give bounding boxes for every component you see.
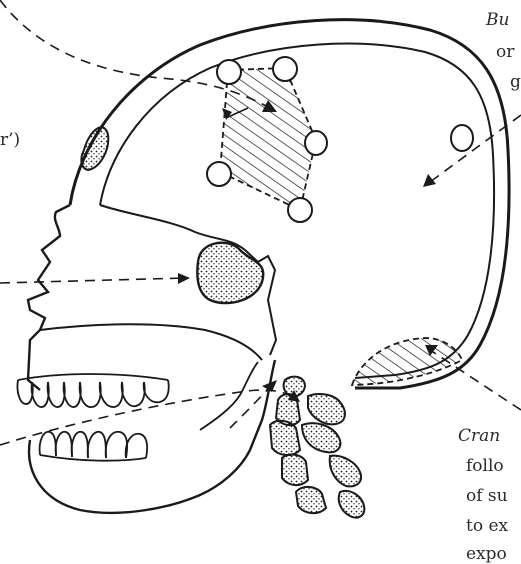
label-burr-hole-line2: or: [496, 44, 514, 61]
posterior-fossa-hatch: [352, 338, 462, 385]
label-craniectomy-line3: of su: [466, 488, 508, 505]
maxilla-outline: [40, 324, 262, 360]
face-profile: [28, 205, 70, 390]
lower-teeth: [40, 432, 148, 461]
label-top-left-fragment: r’): [0, 132, 20, 149]
label-burr-hole-line1: Bu: [486, 12, 509, 29]
bone-flap-pentagon: [220, 68, 316, 210]
label-craniectomy-line2: follo: [466, 458, 504, 475]
frontal-sinus: [81, 127, 108, 170]
mandible-outline: [29, 360, 275, 513]
mandible-ramus: [200, 362, 258, 430]
sphenoid-sinus: [197, 243, 263, 303]
cervical-vertebrae: [270, 377, 364, 518]
label-craniectomy-line1: Cran: [458, 428, 500, 445]
label-burr-hole-line3: g: [510, 74, 521, 91]
label-craniectomy-line4: to ex: [466, 518, 508, 535]
upper-teeth: [17, 374, 168, 407]
label-craniectomy-line5: expo: [466, 546, 507, 563]
